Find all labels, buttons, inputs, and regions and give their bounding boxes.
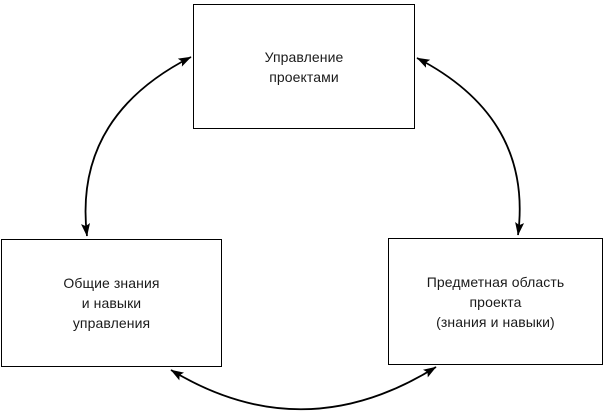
node-project-management-label: Управление проектами <box>264 48 344 85</box>
edge-right-arc <box>416 57 525 236</box>
node-general-management-knowledge-label: Общие знания и навыки управления <box>63 275 160 331</box>
node-project-subject-area-label: Предметная область проекта (знания и нав… <box>426 273 565 330</box>
node-project-management: Управление проектами <box>193 4 415 129</box>
node-general-management-knowledge: Общие знания и навыки управления <box>1 239 222 367</box>
node-project-subject-area: Предметная область проекта (знания и нав… <box>388 238 603 365</box>
edge-left-arc <box>81 56 192 237</box>
edge-bottom-arc <box>170 366 437 411</box>
